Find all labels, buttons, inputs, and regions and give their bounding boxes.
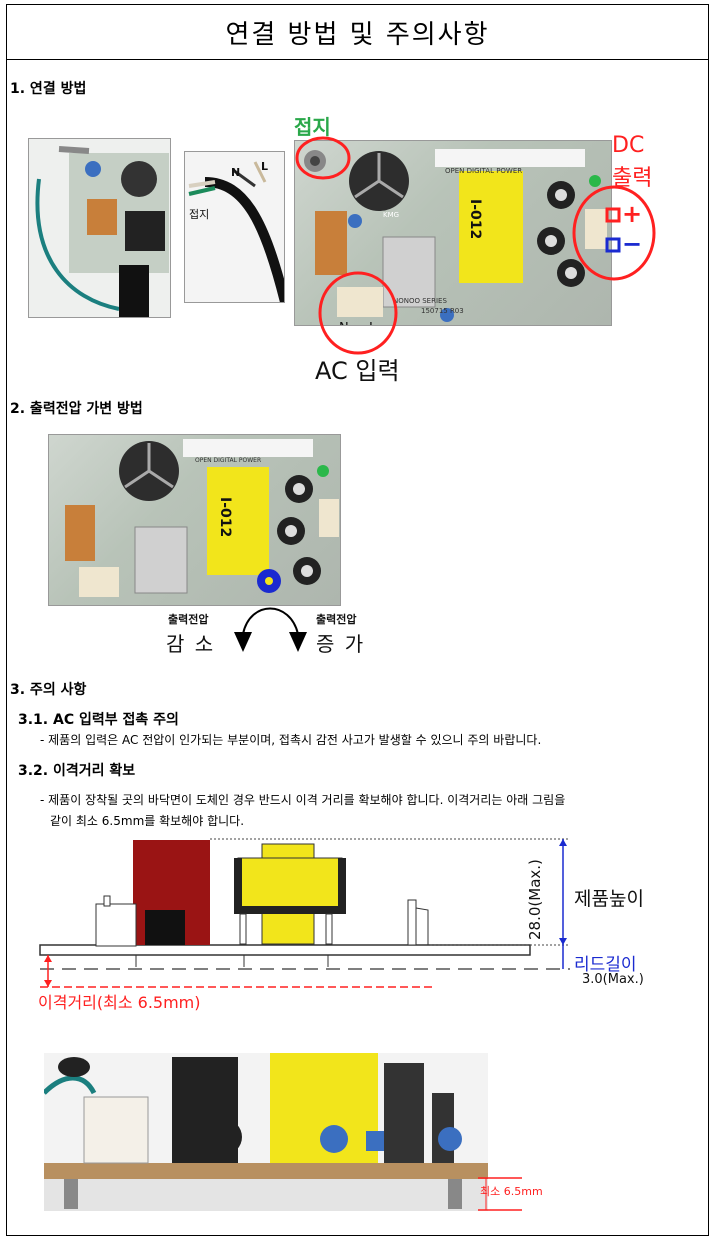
rotation-arrows-icon [234,607,307,652]
photo-voltage-adjust: OPEN DIGITAL POWER I-012 [48,434,341,606]
dc-label-line2: 출력 [612,166,653,191]
section1-heading: 1. 연결 방법 [10,81,87,97]
dc-label-line1: DC [612,133,645,158]
increase-big-label: 증 가 [316,632,366,656]
pcb-cap-text: KMG [383,211,400,219]
photo-ground-wire [28,138,171,318]
photo-clearance-label: 최소 6.5mm [480,1185,543,1198]
pcb-l-mark: L [369,321,376,325]
wire-ground-label: 접지 [189,208,210,221]
pcb-series-text: NONOO SERIES [393,297,447,305]
plus-mark: + [622,200,643,228]
lead-label: 리드길이 [574,955,637,975]
section3-1-text: - 제품의 입력은 AC 전압이 인가되는 부분이며, 접촉시 감전 사고가 발… [40,733,542,747]
wire-l-label: L [261,160,269,173]
section3-heading: 3. 주의 사항 [10,682,87,698]
annotation-circles [295,136,656,355]
section3-2-text-line2: 같이 최소 6.5mm를 확보해야 합니다. [50,814,245,828]
section3-1-heading: 3.1. AC 입력부 접촉 주의 [18,712,179,728]
decrease-small-label: 출력전압 [168,613,209,626]
ground-label: 접지 [294,115,331,139]
page-title: 연결 방법 및 주의사항 [6,4,709,60]
photo-pcb-connections: OPEN DIGITAL POWER I-012 KMG NONOO SERIE… [294,140,612,326]
pcb-n-mark: N [339,321,349,325]
photo-ac-wires: N L 접지 [184,151,285,303]
wire-n-label: N [231,166,241,179]
pcb2-brand-text: OPEN DIGITAL POWER [195,457,262,464]
pcb-brand-text: OPEN DIGITAL POWER [445,167,523,175]
lead-dimension: 3.0(Max.) [582,972,644,987]
pcb-date-text: 150715 R03 [421,307,464,315]
section3-2-text-line1: - 제품이 장착될 곳의 바닥면이 도체인 경우 반드시 이격 거리를 확보해야… [40,793,566,807]
clearance-label: 이격거리(최소 6.5mm) [38,993,201,1012]
ac-input-label: AC 입력 [315,357,400,385]
section2-heading: 2. 출력전압 가변 방법 [10,401,143,417]
photo-side-clearance [44,1053,488,1211]
height-label: 제품높이 [574,888,644,910]
minus-mark: − [622,230,643,258]
section3-2-heading: 3.2. 이격거리 확보 [18,763,136,779]
decrease-big-label: 감 소 [166,632,216,656]
increase-small-label: 출력전압 [316,613,357,626]
